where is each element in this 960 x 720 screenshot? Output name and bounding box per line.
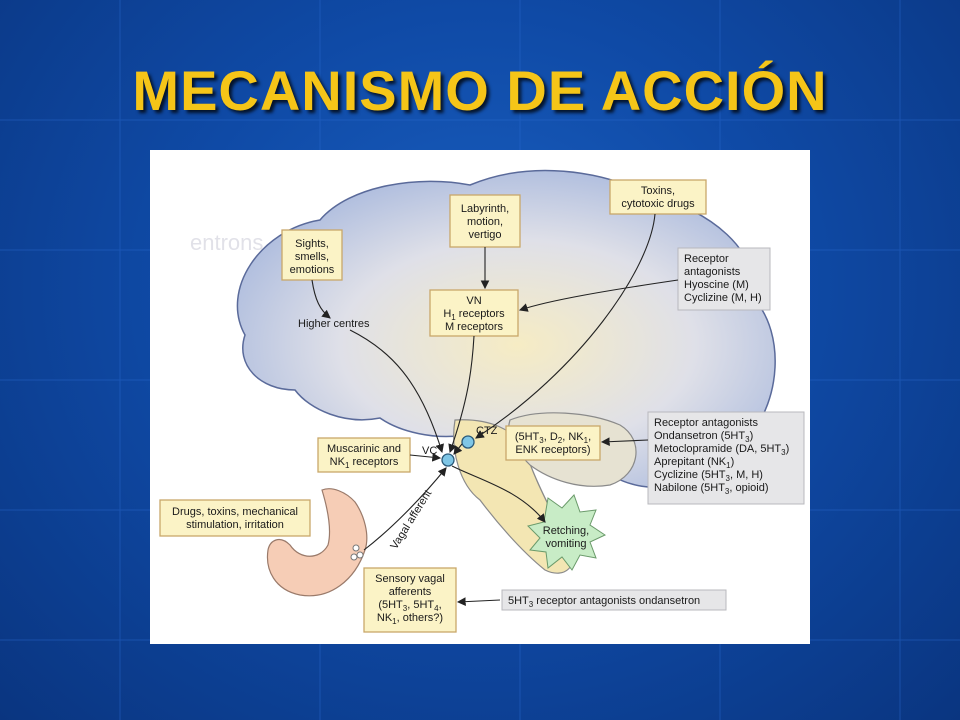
muscarinic-line-2: NK1 receptors — [330, 456, 399, 470]
labyrinth-line-2: motion, — [467, 216, 503, 228]
receptor-right-line-3: Metoclopramide (DA, 5HT3) — [654, 443, 789, 457]
emesis-diagram: entrons Retching, vomiting Sights, smell… — [159, 169, 805, 633]
ghost-text: entrons — [190, 230, 263, 255]
sights-line-3: emotions — [290, 264, 335, 276]
sensory-line-4: NK1, others?) — [377, 612, 443, 626]
receptor-top-line-1: Receptor — [684, 253, 729, 265]
toxins-box: Toxins, cytotoxic drugs — [609, 179, 707, 215]
receptor-right-line-6: Nabilone (5HT3, opioid) — [654, 482, 769, 496]
receptor-bottom-line: 5HT3 receptor antagonists ondansetron — [508, 595, 700, 609]
higher-centres-label: Higher centres — [298, 318, 370, 330]
receptor-top-line-3: Hyoscine (M) — [684, 279, 749, 291]
ctz-receptors-line-1: (5HT3, D2, NK1, — [515, 431, 591, 445]
drugs-box: Drugs, toxins, mechanical stimulation, i… — [159, 499, 311, 537]
vn-box: VN H1 receptors M receptors — [429, 289, 519, 337]
sights-line-2: smells, — [295, 251, 329, 263]
sights-box: Sights, smells, emotions — [281, 229, 343, 281]
sensory-line-2: afferents — [389, 586, 432, 598]
retching-label-2: vomiting — [546, 538, 587, 550]
labyrinth-line-1: Labyrinth, — [461, 203, 509, 215]
receptor-right-line-2: Ondansetron (5HT3) — [654, 430, 753, 444]
vc-node — [441, 453, 455, 467]
muscarinic-line-1: Muscarinic and — [327, 443, 401, 455]
labyrinth-box: Labyrinth, motion, vertigo — [449, 194, 521, 248]
ctz-receptors-line-2: ENK receptors) — [515, 444, 590, 456]
ctz-node — [461, 435, 475, 449]
sights-line-1: Sights, — [295, 238, 329, 250]
drugs-line-1: Drugs, toxins, mechanical — [172, 506, 298, 518]
toxins-line-1: Toxins, — [641, 185, 675, 197]
sensory-line-1: Sensory vagal — [375, 573, 445, 585]
sensory-box: Sensory vagal afferents (5HT3, 5HT4, NK1… — [363, 567, 457, 633]
arrows — [311, 213, 679, 607]
receptor-panel-top: Receptor antagonists Hyoscine (M) Cycliz… — [677, 247, 771, 311]
vn-line-3: M receptors — [445, 321, 504, 333]
receptor-right-line-1: Receptor antagonists — [654, 417, 758, 429]
vn-line-1: VN — [466, 295, 481, 307]
receptor-top-line-4: Cyclizine (M, H) — [684, 292, 762, 304]
receptor-top-line-2: antagonists — [684, 266, 741, 278]
receptor-right-line-4: Aprepitant (NK1) — [654, 456, 734, 470]
stomach — [266, 488, 368, 597]
receptor-panel-bottom: 5HT3 receptor antagonists ondansetron — [501, 589, 727, 611]
sensory-line-3: (5HT3, 5HT4, — [378, 599, 441, 613]
receptor-right-line-5: Cyclizine (5HT3, M, H) — [654, 469, 763, 483]
diagram-figure: entrons Retching, vomiting Sights, smell… — [150, 150, 810, 644]
retching-label-1: Retching, — [543, 525, 589, 537]
labyrinth-line-3: vertigo — [468, 229, 501, 241]
muscarinic-box: Muscarinic and NK1 receptors — [317, 437, 411, 473]
vc-label: VC — [422, 445, 437, 457]
vagal-afferent-label: Vagal afferent — [388, 488, 434, 552]
ctz-receptors-box: (5HT3, D2, NK1, ENK receptors) — [505, 425, 601, 461]
receptor-panel-right: Receptor antagonists Ondansetron (5HT3) … — [647, 411, 805, 505]
slide-title: MECANISMO DE ACCIÓN — [132, 59, 828, 122]
retching-star — [527, 494, 607, 571]
vn-line-2: H1 receptors — [443, 308, 505, 322]
toxins-line-2: cytotoxic drugs — [621, 198, 695, 210]
drugs-line-2: stimulation, irritation — [186, 519, 284, 531]
